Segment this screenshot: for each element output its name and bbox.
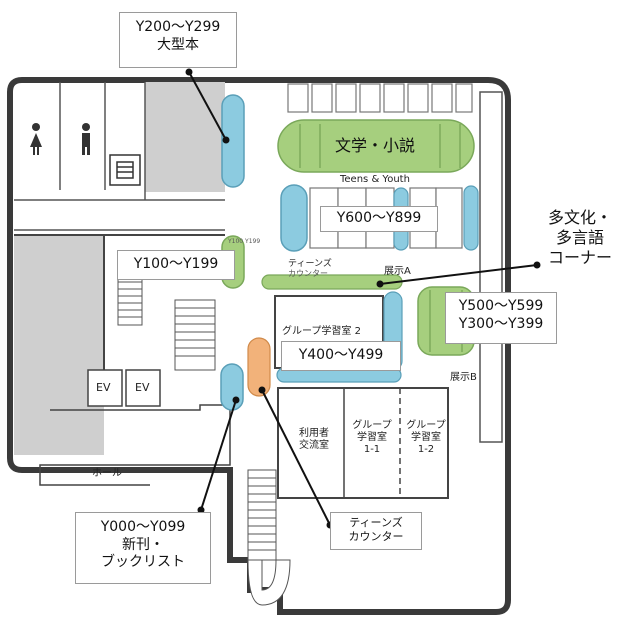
label-hall: ホール — [92, 468, 122, 479]
label-tenji-b: 展示B — [450, 372, 477, 383]
label-group-room-2: グループ学習室 2 — [282, 326, 361, 337]
shelf-bungaku — [277, 119, 475, 173]
right-column — [479, 91, 503, 443]
callout-teens-counter: ティーンズ カウンター — [330, 512, 422, 550]
label-teens-youth: Teens & Youth — [340, 174, 410, 185]
label-riyosha-1: 利用者 — [299, 428, 329, 439]
callout-y000: Y000〜Y099 新刊・ ブックリスト — [75, 512, 211, 584]
spiral-stair — [247, 469, 291, 606]
callout-tagengo-3: コーナー — [547, 248, 612, 267]
shelf-y000 — [220, 363, 244, 411]
callout-tagengo-2: 多言語 — [555, 228, 604, 247]
label-group-1-1-a: グループ — [352, 420, 392, 431]
label-group-1-1-b: 学習室 — [357, 432, 387, 443]
label-ev-1: EV — [96, 381, 111, 394]
callout-tagengo-1: 多文化・ — [547, 208, 612, 227]
staff-area-left — [14, 235, 104, 455]
ev-box-1 — [87, 369, 123, 407]
shelf-y200 — [221, 94, 245, 188]
callout-y000-1: Y000〜Y099 — [100, 519, 186, 535]
staff-area-top — [145, 82, 225, 192]
label-tenji-a: 展示A — [384, 266, 411, 277]
shelf-y600-right — [463, 185, 479, 251]
label-group-1-1-c: 1-1 — [363, 444, 381, 455]
callout-y200-range: Y200〜Y299 — [135, 19, 221, 35]
label-riyosha: 利用者 交流室 — [292, 428, 336, 452]
callout-y200-name: 大型本 — [157, 36, 199, 53]
callout-y400-text: Y400〜Y499 — [298, 347, 384, 363]
callout-y600: Y600〜Y899 — [320, 206, 438, 232]
restroom-icon-female — [30, 123, 42, 155]
shelf-y600-left — [280, 184, 308, 252]
label-bungaku: 文学・小説 — [300, 136, 450, 156]
restroom-icon-male — [82, 123, 90, 155]
label-group-1-2-c: 1-2 — [417, 444, 435, 455]
callout-y400: Y400〜Y499 — [281, 341, 401, 371]
leader-lines — [188, 71, 538, 526]
callout-teens-counter-2: カウンター — [348, 529, 404, 543]
stairs-upper — [117, 274, 216, 371]
label-riyosha-2: 交流室 — [299, 440, 329, 451]
label-bungaku-text: 文学・小説 — [334, 136, 415, 155]
callout-tagengo: 多文化・ 多言語 コーナー — [532, 208, 628, 268]
teens-counter — [247, 337, 271, 397]
callout-teens-counter-1: ティーンズ — [349, 516, 403, 529]
ev-box-2 — [125, 369, 161, 407]
label-group-1-2: グループ 学習室 1-2 — [402, 420, 450, 456]
callout-y500: Y500〜Y599 Y300〜Y399 — [445, 292, 557, 344]
top-shelves — [287, 83, 473, 113]
callout-y500-2: Y300〜Y399 — [458, 315, 544, 332]
hall-area — [39, 404, 231, 486]
toilet-box — [109, 154, 141, 186]
callout-y000-2: 新刊・ — [122, 536, 164, 553]
label-group-1-1: グループ 学習室 1-1 — [347, 420, 397, 456]
label-group-1-2-a: グループ — [406, 420, 446, 431]
label-ev-2: EV — [135, 381, 150, 394]
callout-y100: Y100〜Y199 — [117, 250, 235, 280]
callout-y000-3: ブックリスト — [101, 554, 185, 570]
label-teens-sign2: カウンター — [288, 269, 328, 278]
callout-y200: Y200〜Y299 大型本 — [119, 12, 237, 68]
callout-y600-text: Y600〜Y899 — [336, 210, 422, 226]
callout-y500-1: Y500〜Y599 — [458, 298, 544, 314]
label-small-sign: Y100 Y199 — [228, 238, 261, 245]
bungaku-shelf-lines — [299, 124, 461, 168]
label-group-1-2-b: 学習室 — [411, 432, 441, 443]
callout-y100-text: Y100〜Y199 — [133, 256, 219, 272]
restroom-block — [14, 82, 225, 231]
label-teens-sign: ティーンズ — [288, 259, 332, 269]
